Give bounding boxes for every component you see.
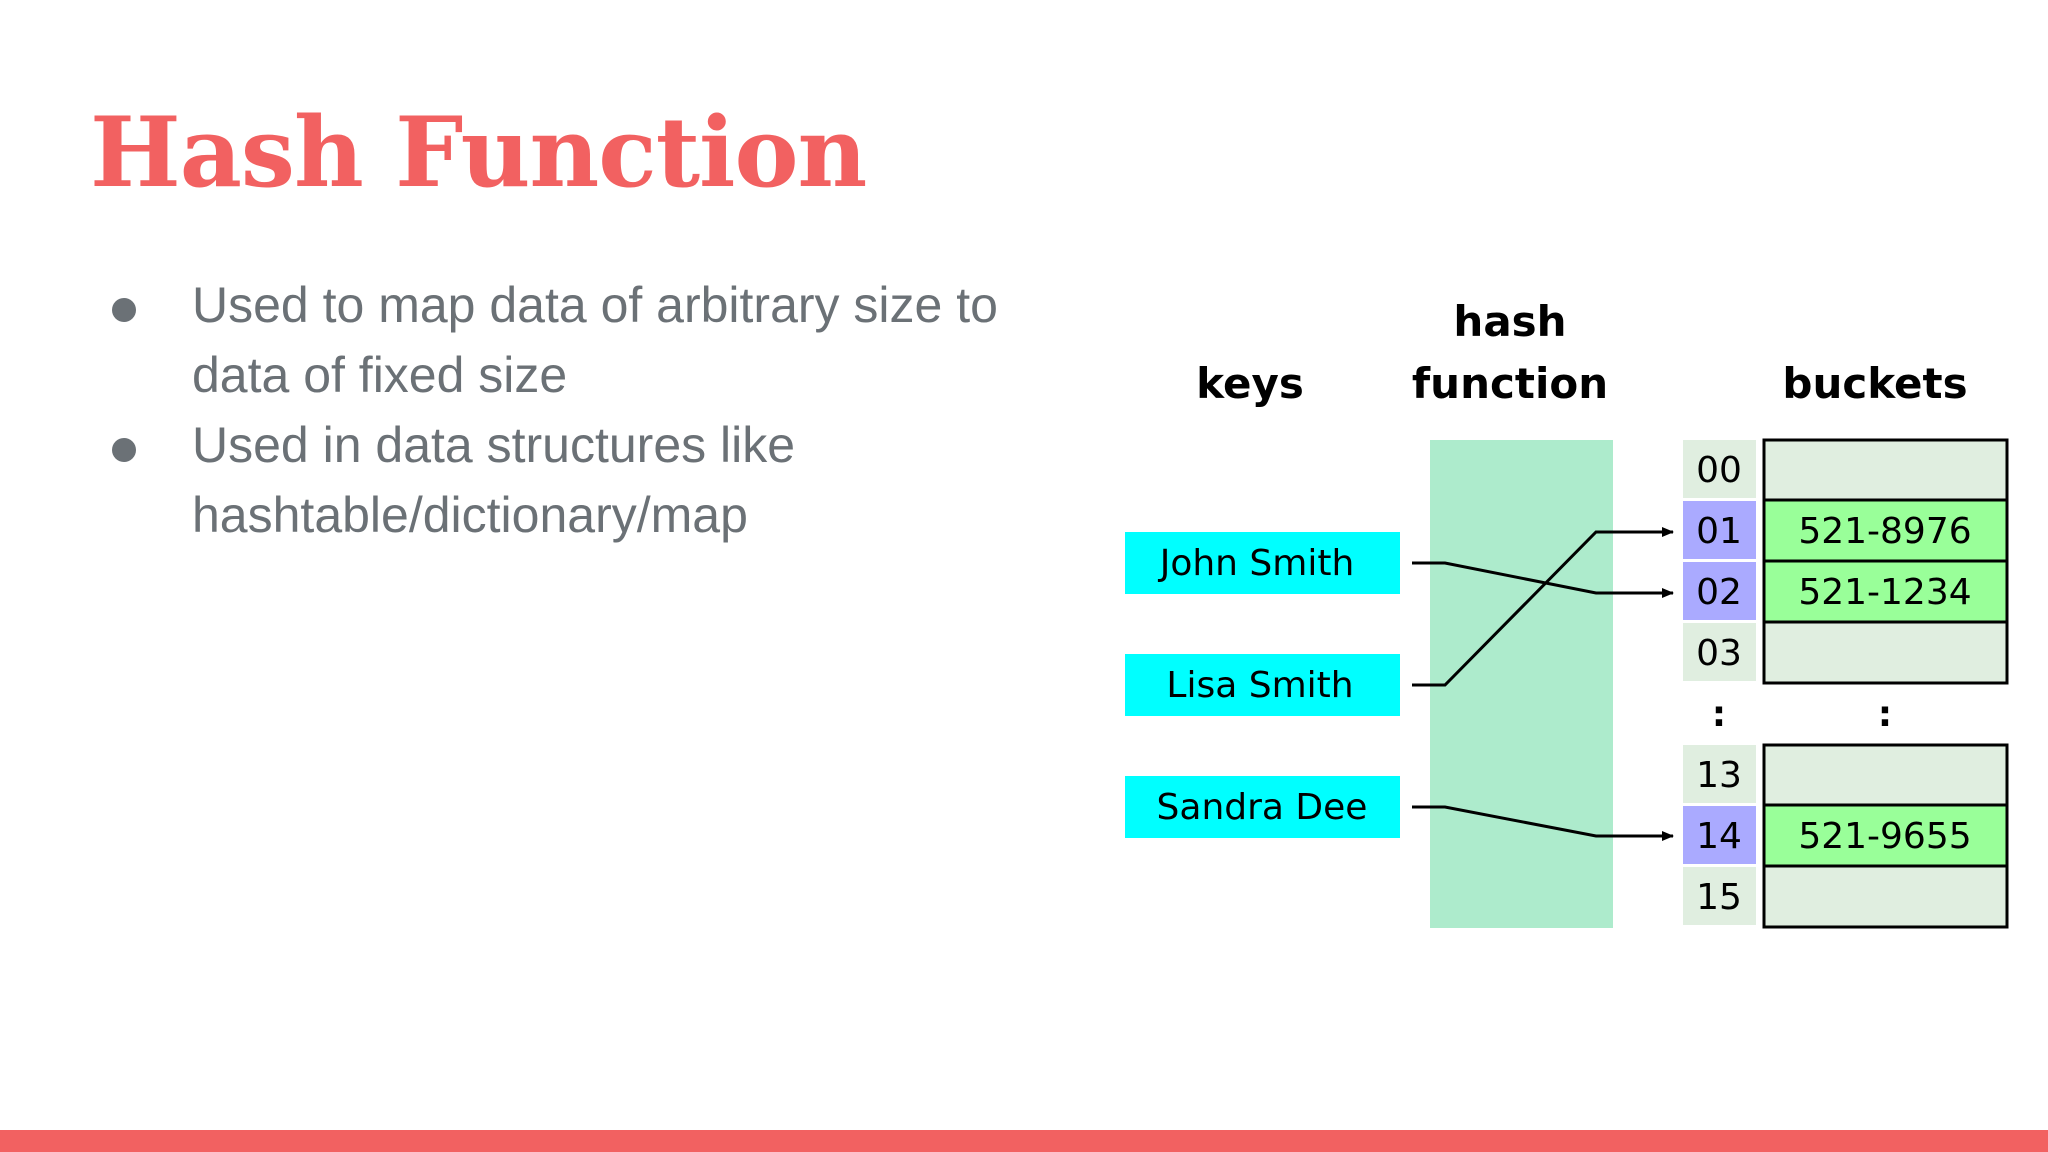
index-label: 02 (1696, 572, 1742, 613)
key-box: Lisa Smith (1125, 654, 1400, 716)
bucket-ellipsis: : (1878, 694, 1892, 735)
bucket-cell (1762, 620, 2009, 685)
key-label: John Smith (1158, 543, 1355, 584)
index-cell: 01 (1683, 501, 1756, 559)
index-label: 13 (1696, 755, 1742, 796)
index-cell: 15 (1683, 867, 1756, 925)
index-label: 00 (1696, 450, 1742, 491)
mapping-arrow-john-smith (1412, 561, 1674, 598)
bullet-item: Used in data structures like hashtable/d… (112, 410, 1052, 550)
bucket-value: 521-1234 (1798, 572, 1971, 613)
bucket-cell (1762, 438, 2009, 502)
bullet-list: Used to map data of arbitrary size to da… (112, 270, 1052, 550)
mapping-arrow-sandra-dee (1412, 805, 1674, 841)
bullet-text: Used in data structures like hashtable/d… (192, 417, 796, 543)
bullet-item: Used to map data of arbitrary size to da… (112, 270, 1052, 410)
key-box: John Smith (1125, 532, 1400, 594)
index-label: 03 (1696, 633, 1742, 674)
index-cell: 13 (1683, 745, 1756, 803)
key-label: Lisa Smith (1166, 665, 1353, 706)
slide-title: Hash Function (90, 96, 867, 209)
footer-accent-bar (0, 1130, 2048, 1152)
bucket-cell (1762, 743, 2009, 807)
bucket-value: 521-9655 (1798, 816, 1971, 857)
bullet-text: Used to map data of arbitrary size to da… (192, 277, 998, 403)
key-label: Sandra Dee (1157, 787, 1368, 828)
hash-function-header-line2: function (1412, 359, 1608, 408)
index-cell: 00 (1683, 440, 1756, 498)
index-label: 14 (1696, 816, 1742, 857)
keys-header: keys (1196, 359, 1304, 408)
bullet-dot-icon (112, 438, 136, 462)
bucket-cell: 521-9655 (1762, 803, 2009, 868)
key-box: Sandra Dee (1125, 776, 1400, 838)
index-label: 15 (1696, 877, 1742, 918)
bucket-cell: 521-1234 (1762, 559, 2009, 624)
hash-table-diagram: keys hash function buckets John Smith Li… (1125, 297, 2009, 929)
bullet-dot-icon (112, 298, 136, 322)
hash-function-header-line1: hash (1453, 297, 1566, 346)
index-cell: 02 (1683, 562, 1756, 620)
index-ellipsis: : (1712, 694, 1726, 735)
bucket-cell: 521-8976 (1762, 498, 2009, 563)
bucket-cell (1762, 864, 2009, 929)
index-cell: 03 (1683, 623, 1756, 681)
buckets-header: buckets (1782, 359, 1967, 408)
index-label: 01 (1696, 511, 1742, 552)
bucket-value: 521-8976 (1798, 511, 1971, 552)
hash-function-box (1430, 440, 1613, 928)
mapping-arrow-lisa-smith (1412, 527, 1674, 687)
index-cell: 14 (1683, 806, 1756, 864)
